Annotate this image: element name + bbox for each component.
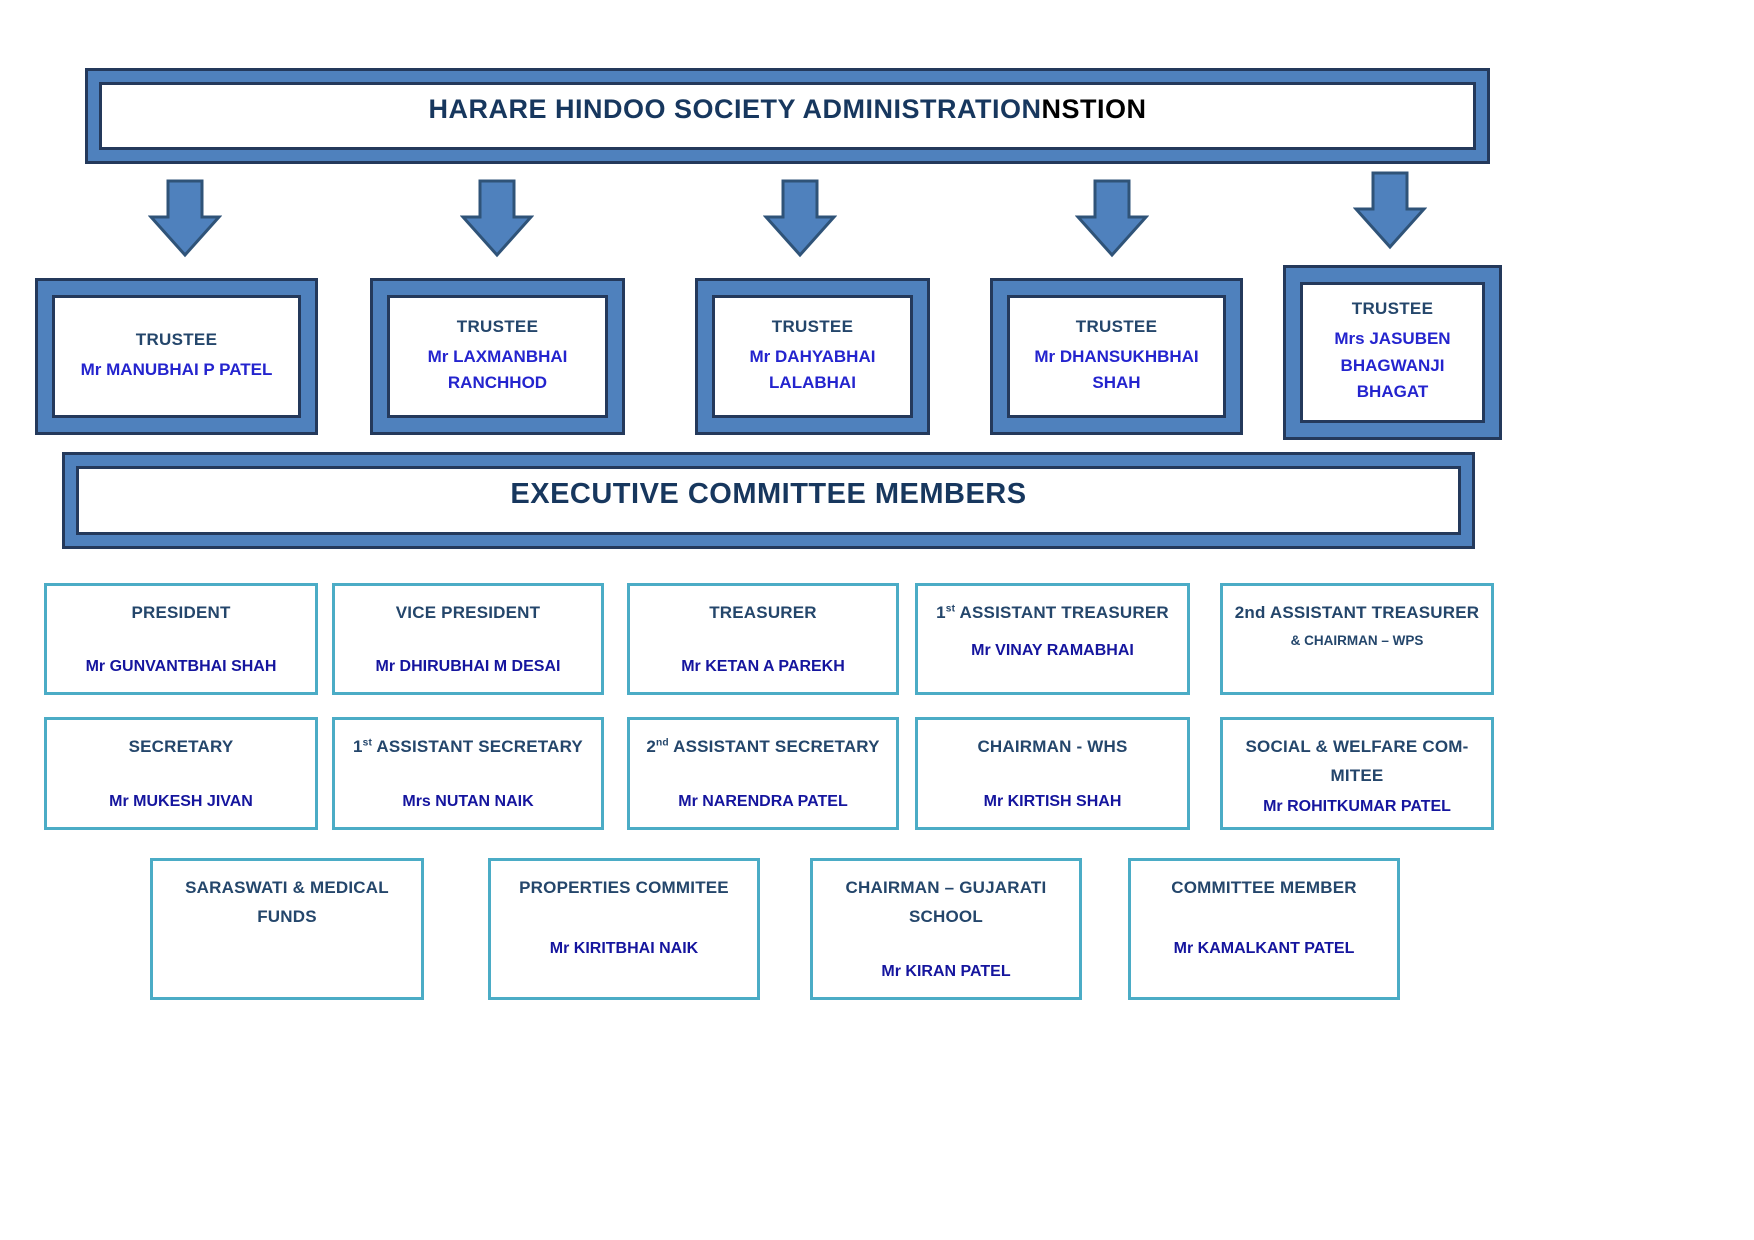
title-banner-inner: HARARE HINDOO SOCIETY ADMINISTRATIONNSTI… bbox=[99, 82, 1476, 150]
role-title: 2nd ASSISTANT TREASURER bbox=[1234, 603, 1480, 622]
role-subtitle: & CHAIRMAN – WPS bbox=[1290, 632, 1424, 648]
committee-box-properties: PROPERTIES COMMITEE Mr KIRITBHAI NAIK bbox=[488, 858, 760, 1000]
trustee-role: TRUSTEE bbox=[1351, 299, 1434, 319]
role-title: 2nd ASSISTANT SECRETARY bbox=[646, 737, 880, 756]
trustee-box-2: TRUSTEE Mr LAXMANBHAI RANCHHOD bbox=[370, 278, 625, 435]
down-arrow-icon bbox=[148, 179, 222, 258]
member-name: Mr MUKESH JIVAN bbox=[109, 792, 253, 810]
down-arrow-icon bbox=[1353, 171, 1427, 250]
committee-box-1st-assistant-treasurer: 1st ASSISTANT TREASURER Mr VINAY RAMABHA… bbox=[915, 583, 1190, 695]
role-title: COMMITTEE MEMBER bbox=[1171, 878, 1357, 897]
page-title: HARARE HINDOO SOCIETY ADMINISTRATIONNSTI… bbox=[428, 94, 1146, 125]
member-name: Mrs NUTAN NAIK bbox=[402, 792, 534, 810]
member-name: Mr VINAY RAMABHAI bbox=[971, 641, 1134, 659]
trustee-box-1-inner: TRUSTEE Mr MANUBHAI P PATEL bbox=[52, 295, 301, 418]
committee-box-vice-president: VICE PRESIDENT Mr DHIRUBHAI M DESAI bbox=[332, 583, 604, 695]
trustee-name: Mr MANUBHAI P PATEL bbox=[80, 359, 273, 379]
trustee-role: TRUSTEE bbox=[135, 329, 218, 349]
committee-box-chairman-whs: CHAIRMAN - WHS Mr KIRTISH SHAH bbox=[915, 717, 1190, 830]
member-name: Mr KIRITBHAI NAIK bbox=[549, 939, 699, 957]
committee-box-secretary: SECRETARY Mr MUKESH JIVAN bbox=[44, 717, 318, 830]
trustee-role: TRUSTEE bbox=[771, 316, 854, 336]
trustee-box-5: TRUSTEE Mrs JASUBEN BHAGWANJI BHAGAT bbox=[1283, 265, 1502, 440]
down-arrow-icon bbox=[763, 179, 837, 258]
committee-box-president: PRESIDENT Mr GUNVANTBHAI SHAH bbox=[44, 583, 318, 695]
down-arrow-icon bbox=[1075, 179, 1149, 258]
trustee-name: Mr LAXMANBHAI RANCHHOD bbox=[427, 346, 568, 392]
trustee-role: TRUSTEE bbox=[456, 316, 539, 336]
committee-box-social-welfare: SOCIAL & WELFARE COM-MITEE Mr ROHITKUMAR… bbox=[1220, 717, 1494, 830]
trustee-box-1: TRUSTEE Mr MANUBHAI P PATEL bbox=[35, 278, 318, 435]
committee-box-committee-member: COMMITTEE MEMBER Mr KAMALKANT PATEL bbox=[1128, 858, 1400, 1000]
member-name: Mr KAMALKANT PATEL bbox=[1173, 939, 1355, 957]
role-title: 1st ASSISTANT SECRETARY bbox=[353, 737, 583, 756]
title-banner: HARARE HINDOO SOCIETY ADMINISTRATIONNSTI… bbox=[85, 68, 1490, 164]
role-title: 1st ASSISTANT TREASURER bbox=[936, 603, 1169, 622]
committee-box-1st-assistant-secretary: 1st ASSISTANT SECRETARY Mrs NUTAN NAIK bbox=[332, 717, 604, 830]
trustee-box-5-inner: TRUSTEE Mrs JASUBEN BHAGWANJI BHAGAT bbox=[1300, 282, 1485, 423]
committee-box-treasurer: TREASURER Mr KETAN A PAREKH bbox=[627, 583, 899, 695]
role-title: PROPERTIES COMMITEE bbox=[519, 878, 729, 897]
trustee-role: TRUSTEE bbox=[1075, 316, 1158, 336]
trustee-box-3-inner: TRUSTEE Mr DAHYABHAI LALABHAI bbox=[712, 295, 913, 418]
trustee-box-2-inner: TRUSTEE Mr LAXMANBHAI RANCHHOD bbox=[387, 295, 608, 418]
role-title: CHAIRMAN - WHS bbox=[977, 737, 1128, 756]
committee-box-2nd-assistant-treasurer: 2nd ASSISTANT TREASURER & CHAIRMAN – WPS bbox=[1220, 583, 1494, 695]
trustee-box-3: TRUSTEE Mr DAHYABHAI LALABHAI bbox=[695, 278, 930, 435]
member-name: Mr ROHITKUMAR PATEL bbox=[1263, 797, 1451, 815]
role-title: SOCIAL & WELFARE COM-MITEE bbox=[1245, 737, 1469, 785]
title-main: HARARE HINDOO SOCIETY ADMINISTRATION bbox=[428, 94, 1042, 124]
trustee-name: Mrs JASUBEN BHAGWANJI BHAGAT bbox=[1334, 329, 1451, 402]
trustee-box-4-inner: TRUSTEE Mr DHANSUKHBHAI SHAH bbox=[1007, 295, 1226, 418]
role-title: SECRETARY bbox=[128, 737, 234, 756]
member-name: Mr GUNVANTBHAI SHAH bbox=[85, 657, 277, 675]
title-suffix: NSTION bbox=[1041, 94, 1147, 124]
role-title: PRESIDENT bbox=[131, 603, 231, 622]
member-name: Mr KIRAN PATEL bbox=[881, 962, 1011, 980]
trustee-name: Mr DHANSUKHBHAI SHAH bbox=[1034, 346, 1199, 392]
member-name: Mr KETAN A PAREKH bbox=[681, 657, 845, 675]
member-name: Mr NARENDRA PATEL bbox=[678, 792, 848, 810]
trustee-box-4: TRUSTEE Mr DHANSUKHBHAI SHAH bbox=[990, 278, 1243, 435]
member-name: Mr DHIRUBHAI M DESAI bbox=[375, 657, 561, 675]
executive-banner-inner: EXECUTIVE COMMITTEE MEMBERS bbox=[76, 466, 1461, 535]
member-name: Mr KIRTISH SHAH bbox=[983, 792, 1122, 810]
executive-banner-label: EXECUTIVE COMMITTEE MEMBERS bbox=[510, 478, 1027, 510]
role-title: VICE PRESIDENT bbox=[395, 603, 541, 622]
role-title: TREASURER bbox=[709, 603, 817, 622]
committee-box-2nd-assistant-secretary: 2nd ASSISTANT SECRETARY Mr NARENDRA PATE… bbox=[627, 717, 899, 830]
trustee-name: Mr DAHYABHAI LALABHAI bbox=[749, 346, 876, 392]
down-arrow-icon bbox=[460, 179, 534, 258]
executive-banner: EXECUTIVE COMMITTEE MEMBERS bbox=[62, 452, 1475, 549]
